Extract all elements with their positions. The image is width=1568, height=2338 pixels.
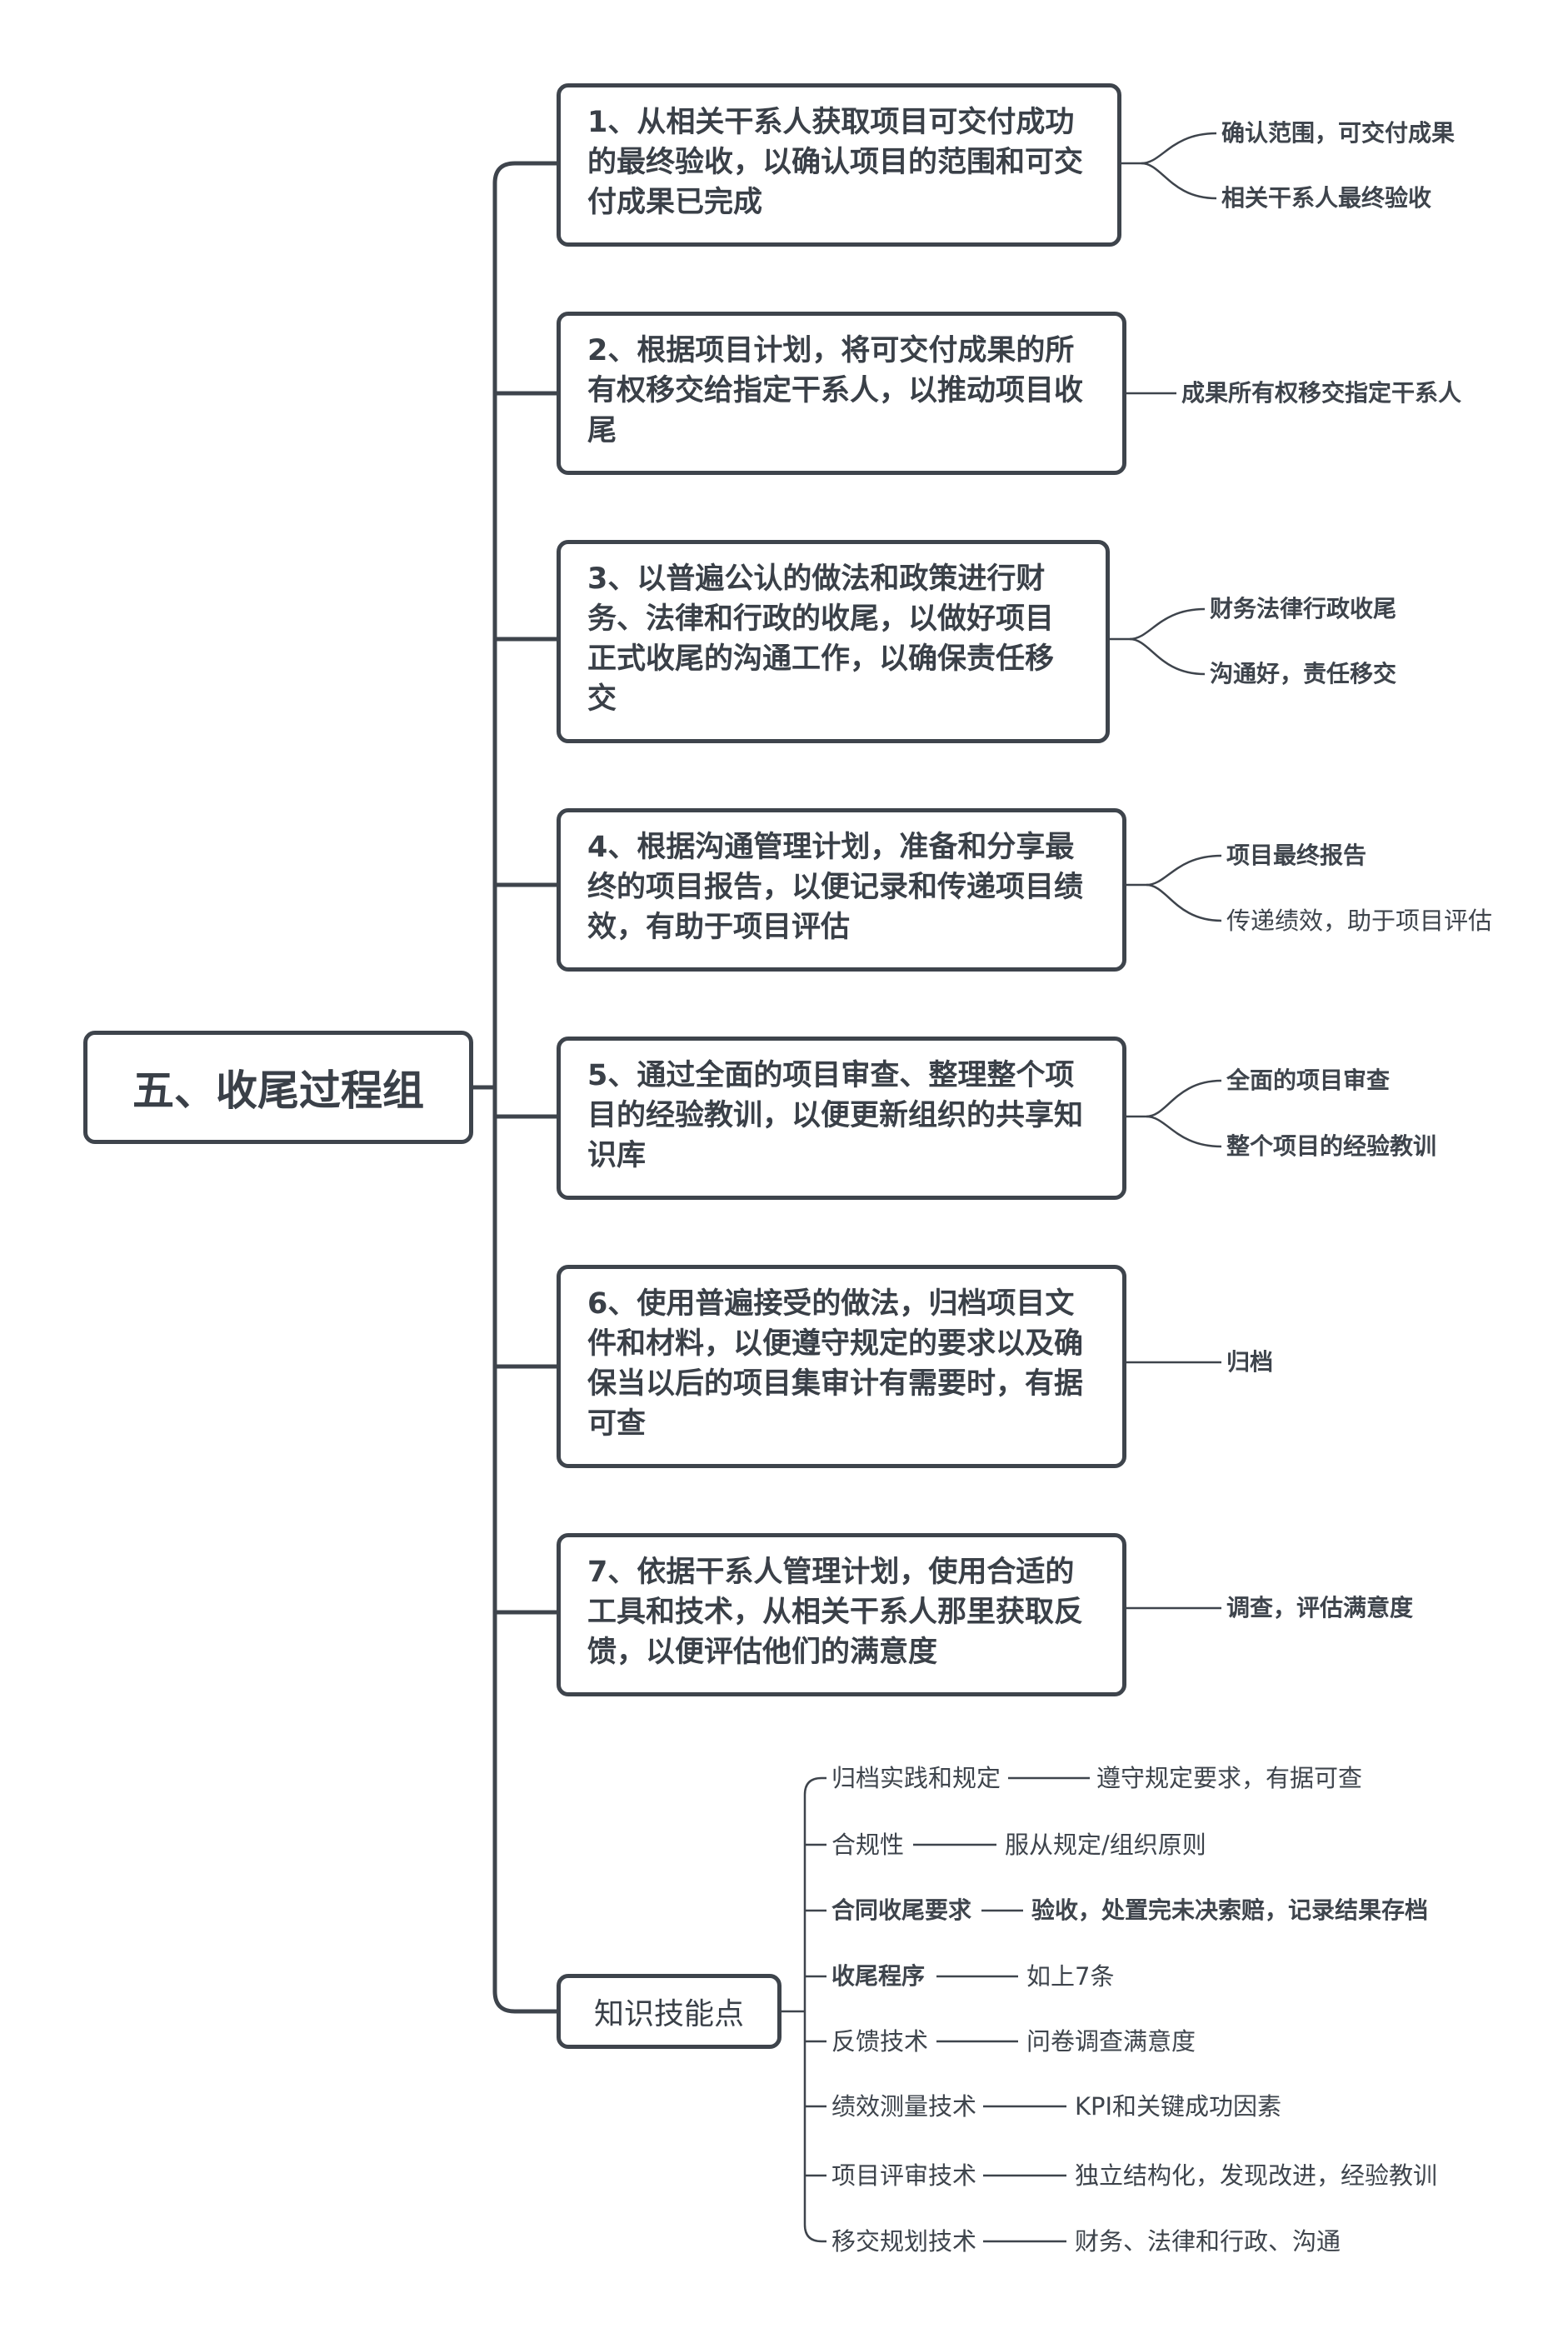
branch-label-5: 5、通过全面的项目审查、整理整个项目的经验教训，以便更新组织的共享知识库 [587, 1059, 1084, 1172]
knowledge-item-6[interactable]: 绩效测量技术 [831, 2092, 977, 2121]
knowledge-detail-8[interactable]: 财务、法律和行政、沟通 [1075, 2227, 1341, 2256]
branch-3-child-1[interactable]: 财务法律行政收尾 [1210, 595, 1397, 622]
knowledge-item-2[interactable]: 合规性 [831, 1831, 905, 1859]
branch-node-2[interactable]: 2、根据项目计划，将可交付成果的所有权移交给指定干系人，以推动项目收尾 [557, 312, 1126, 475]
knowledge-detail-2[interactable]: 服从规定/组织原则 [1005, 1831, 1206, 1859]
branch-node-7[interactable]: 7、依据干系人管理计划，使用合适的工具和技术，从相关干系人那里获取反馈，以便评估… [557, 1533, 1126, 1696]
branch-2-child-1[interactable]: 成果所有权移交指定干系人 [1181, 379, 1462, 407]
knowledge-item-8[interactable]: 移交规划技术 [831, 2227, 977, 2256]
branch-1-child-2[interactable]: 相关干系人最终验收 [1221, 184, 1432, 212]
branch-label-7: 7、依据干系人管理计划，使用合适的工具和技术，从相关干系人那里获取反馈，以便评估… [587, 1556, 1084, 1669]
branch-label-3: 3、以普遍公认的做法和政策进行财务、法律和行政的收尾，以做好项目正式收尾的沟通工… [587, 562, 1055, 716]
branch-node-4[interactable]: 4、根据沟通管理计划，准备和分享最终的项目报告，以便记录和传递项目绩效，有助于项… [557, 808, 1126, 972]
branch-node-1[interactable]: 1、从相关干系人获取项目可交付成功的最终验收，以确认项目的范围和可交付成果已完成 [557, 83, 1121, 247]
branch-node-6[interactable]: 6、使用普遍接受的做法，归档项目文件和材料，以便遵守规定的要求以及确保当以后的项… [557, 1265, 1126, 1468]
knowledge-detail-4[interactable]: 如上7条 [1026, 1962, 1115, 1991]
branch-label-2: 2、根据项目计划，将可交付成果的所有权移交给指定干系人，以推动项目收尾 [587, 334, 1084, 447]
knowledge-detail-5[interactable]: 问卷调查满意度 [1026, 2027, 1196, 2056]
knowledge-item-4[interactable]: 收尾程序 [831, 1962, 926, 1990]
branch-label-6: 6、使用普遍接受的做法，归档项目文件和材料，以便遵守规定的要求以及确保当以后的项… [587, 1287, 1084, 1441]
root-title: 五、收尾过程组 [132, 1067, 424, 1115]
knowledge-item-5[interactable]: 反馈技术 [831, 2027, 929, 2056]
knowledge-title: 知识技能点 [593, 1997, 744, 2031]
branch-3-child-2[interactable]: 沟通好，责任移交 [1210, 660, 1397, 687]
knowledge-detail-3[interactable]: 验收，处置完未决索赔，记录结果存档 [1031, 1896, 1429, 1924]
branch-7-child-1[interactable]: 调查，评估满意度 [1226, 1594, 1414, 1621]
branch-1-child-1[interactable]: 确认范围，可交付成果 [1221, 119, 1456, 147]
branch-4-child-2[interactable]: 传递绩效，助于项目评估 [1226, 907, 1493, 935]
branch-label-4: 4、根据沟通管理计划，准备和分享最终的项目报告，以便记录和传递项目绩效，有助于项… [587, 831, 1084, 944]
knowledge-detail-7[interactable]: 独立结构化，发现改进，经验教训 [1075, 2161, 1438, 2190]
knowledge-item-1[interactable]: 归档实践和规定 [831, 1764, 1001, 1792]
branch-5-child-2[interactable]: 整个项目的经验教训 [1226, 1132, 1437, 1160]
knowledge-detail-6[interactable]: KPI和关键成功因素 [1075, 2092, 1282, 2121]
branch-5-child-1[interactable]: 全面的项目审查 [1226, 1067, 1391, 1094]
branch-label-1: 1、从相关干系人获取项目可交付成功的最终验收，以确认项目的范围和可交付成果已完成 [587, 106, 1084, 219]
branch-node-5[interactable]: 5、通过全面的项目审查、整理整个项目的经验教训，以便更新组织的共享知识库 [557, 1037, 1126, 1200]
knowledge-item-3[interactable]: 合同收尾要求 [831, 1896, 972, 1924]
root-node[interactable]: 五、收尾过程组 [83, 1031, 473, 1144]
branch-node-3[interactable]: 3、以普遍公认的做法和政策进行财务、法律和行政的收尾，以做好项目正式收尾的沟通工… [557, 540, 1110, 743]
branch-4-child-1[interactable]: 项目最终报告 [1226, 842, 1367, 869]
knowledge-node[interactable]: 知识技能点 [557, 1974, 782, 2049]
knowledge-detail-1[interactable]: 遵守规定要求，有据可查 [1096, 1764, 1363, 1792]
branch-6-child-1[interactable]: 归档 [1226, 1348, 1274, 1376]
knowledge-item-7[interactable]: 项目评审技术 [831, 2161, 977, 2190]
